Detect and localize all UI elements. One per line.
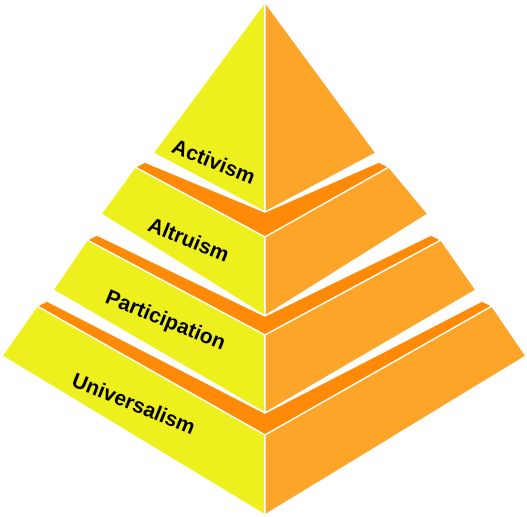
tier-universalism-right-face bbox=[264, 305, 527, 516]
tier-activism-right-face bbox=[264, 1, 377, 213]
tier-participation-right-face bbox=[264, 239, 477, 414]
tier-altruism-right-face bbox=[264, 166, 429, 317]
